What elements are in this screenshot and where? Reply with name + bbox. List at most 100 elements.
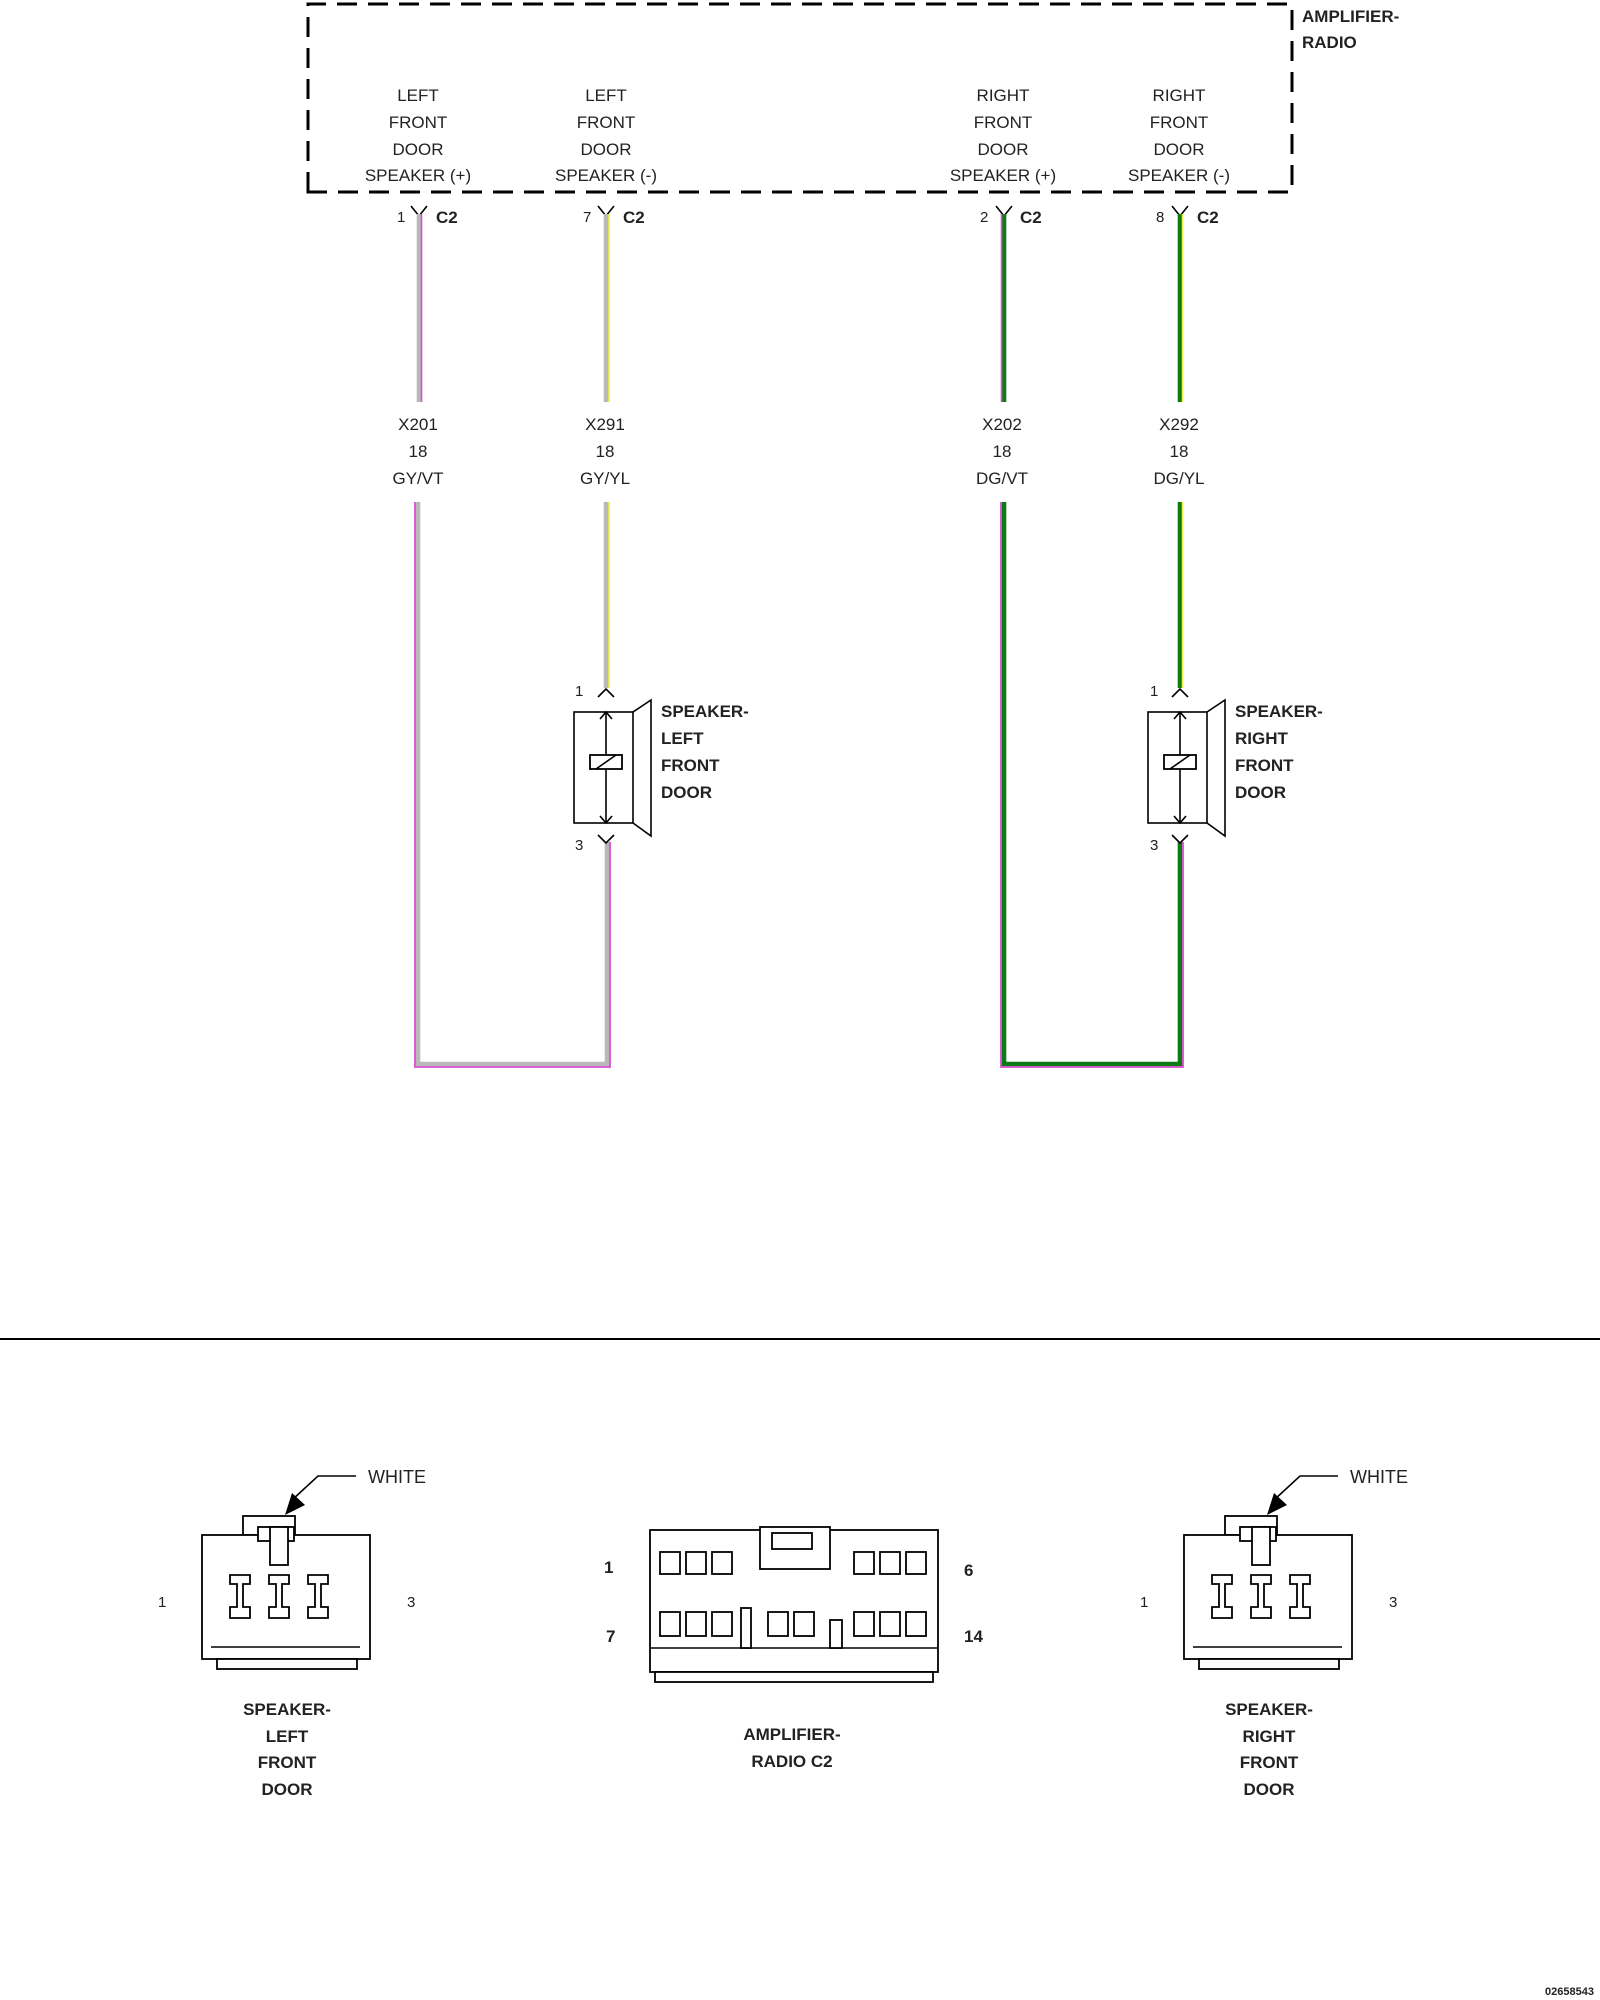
svg-text:SPEAKER-: SPEAKER- (243, 1700, 331, 1719)
circuit-label-x201: X201 18 GY/VT (392, 415, 443, 488)
svg-text:FRONT: FRONT (974, 113, 1033, 132)
speaker-left-pin-top-chevron (597, 687, 615, 698)
terminal-label-rf-neg: RIGHT FRONT DOOR SPEAKER (-) (1128, 86, 1230, 185)
module-name-line-1: AMPLIFIER- (1302, 7, 1399, 26)
module-name-line-2: RADIO (1302, 33, 1357, 52)
svg-text:DG/VT: DG/VT (976, 469, 1028, 488)
svg-text:LEFT: LEFT (397, 86, 439, 105)
wire-x201-loop-base (415, 502, 610, 1067)
wire-x202-loop-stripe (1000, 502, 1184, 1068)
svg-text:X202: X202 (982, 415, 1022, 434)
cavities-top-left (659, 1551, 733, 1575)
connector-view-amplifier-radio-c2: 1 6 7 14 AMPLIFIER- RADIO C2 (604, 1526, 983, 1771)
svg-text:DG/YL: DG/YL (1153, 469, 1204, 488)
svg-text:LEFT: LEFT (266, 1727, 309, 1746)
cavities-bottom (659, 1611, 927, 1637)
svg-text:RIGHT: RIGHT (1243, 1727, 1297, 1746)
svg-text:X201: X201 (398, 415, 438, 434)
svg-text:3: 3 (575, 837, 583, 854)
pin-chevron-rf-pos: 2 C2 (980, 205, 1042, 227)
wire-x202 (1000, 214, 1184, 1068)
speaker-left-cone (632, 698, 652, 838)
circuit-label-x202: X202 18 DG/VT (976, 415, 1028, 488)
svg-text:18: 18 (993, 442, 1012, 461)
svg-text:C2: C2 (1197, 208, 1219, 227)
svg-text:DOOR: DOOR (661, 783, 712, 802)
speaker-right-body (1147, 711, 1208, 824)
pin-chevron-rf-neg: 8 C2 (1156, 205, 1219, 227)
svg-text:7: 7 (583, 209, 591, 226)
svg-text:FRONT: FRONT (258, 1753, 317, 1772)
svg-text:GY/YL: GY/YL (580, 469, 630, 488)
connector-view-speaker-right: WHITE 1 3 SPEAKER- RIGHT FRONT DOOR (1140, 1467, 1408, 1799)
svg-text:SPEAKER (-): SPEAKER (-) (555, 166, 657, 185)
svg-text:FRONT: FRONT (661, 756, 720, 775)
svg-text:DOOR: DOOR (978, 140, 1029, 159)
svg-text:14: 14 (964, 1627, 983, 1646)
svg-text:DOOR: DOOR (581, 140, 632, 159)
svg-text:LEFT: LEFT (585, 86, 627, 105)
svg-text:AMPLIFIER-: AMPLIFIER- (743, 1725, 840, 1744)
svg-text:1: 1 (1150, 683, 1158, 700)
svg-text:X292: X292 (1159, 415, 1199, 434)
pin-chevron-lf-pos: 1 C2 (397, 205, 458, 227)
svg-text:DOOR: DOOR (262, 1780, 313, 1799)
svg-text:RADIO C2: RADIO C2 (751, 1752, 832, 1771)
speaker-right-pin-bottom-chevron (1171, 834, 1189, 845)
amplifier-radio-module: AMPLIFIER- RADIO (306, 2, 1399, 194)
svg-text:FRONT: FRONT (389, 113, 448, 132)
circuit-label-x292: X292 18 DG/YL (1153, 415, 1204, 488)
callout-arrow-left (285, 1493, 305, 1515)
speaker-right-cone (1206, 698, 1226, 838)
circuit-label-x291: X291 18 GY/YL (580, 415, 630, 488)
svg-text:RIGHT: RIGHT (977, 86, 1030, 105)
terminal-label-lf-neg: LEFT FRONT DOOR SPEAKER (-) (555, 86, 657, 185)
svg-text:GY/VT: GY/VT (392, 469, 443, 488)
speaker-right-front-door: 1 3 SPEAKER- RIGHT FRONT DOOR (1147, 683, 1323, 854)
svg-text:SPEAKER-: SPEAKER- (661, 702, 749, 721)
callout-arrow-right (1267, 1493, 1287, 1515)
svg-text:1: 1 (575, 683, 583, 700)
svg-text:FRONT: FRONT (1235, 756, 1294, 775)
svg-text:1: 1 (158, 1594, 166, 1611)
svg-text:SPEAKER-: SPEAKER- (1225, 1700, 1313, 1719)
svg-text:WHITE: WHITE (368, 1467, 426, 1487)
svg-text:C2: C2 (436, 208, 458, 227)
svg-text:DOOR: DOOR (1235, 783, 1286, 802)
speaker-right-pin-top-chevron (1171, 687, 1189, 698)
svg-text:FRONT: FRONT (577, 113, 636, 132)
svg-text:18: 18 (409, 442, 428, 461)
figure-id: 02658543 (1545, 1986, 1594, 1998)
svg-text:1: 1 (397, 209, 405, 226)
svg-text:RIGHT: RIGHT (1153, 86, 1206, 105)
svg-text:LEFT: LEFT (661, 729, 704, 748)
svg-text:DOOR: DOOR (1154, 140, 1205, 159)
svg-text:SPEAKER (-): SPEAKER (-) (1128, 166, 1230, 185)
svg-text:C2: C2 (623, 208, 645, 227)
terminal-label-rf-pos: RIGHT FRONT DOOR SPEAKER (+) (950, 86, 1056, 185)
speaker-left-body (573, 711, 634, 824)
speaker-left-pin-bottom-chevron (597, 834, 615, 845)
wire-x201-loop-stripe (414, 502, 611, 1068)
svg-text:SPEAKER-: SPEAKER- (1235, 702, 1323, 721)
wire-x291 (603, 214, 610, 688)
svg-text:C2: C2 (1020, 208, 1042, 227)
svg-text:2: 2 (980, 209, 988, 226)
terminal-label-lf-pos: LEFT FRONT DOOR SPEAKER (+) (365, 86, 471, 185)
svg-text:8: 8 (1156, 209, 1164, 226)
svg-text:SPEAKER (+): SPEAKER (+) (950, 166, 1056, 185)
svg-text:7: 7 (606, 1627, 615, 1646)
connector-view-speaker-left: WHITE 1 3 SPEAKER- LEFT FRONT DOOR (158, 1467, 426, 1799)
svg-text:6: 6 (964, 1561, 973, 1580)
speaker-left-front-door: 1 3 SPEAKER- LEFT FRONT DOOR (573, 683, 749, 854)
wire-x202-loop-base (1001, 502, 1183, 1067)
svg-text:3: 3 (407, 1594, 415, 1611)
svg-text:1: 1 (604, 1558, 613, 1577)
svg-text:3: 3 (1150, 837, 1158, 854)
wire-x201 (414, 214, 611, 1068)
svg-text:FRONT: FRONT (1150, 113, 1209, 132)
svg-text:RIGHT: RIGHT (1235, 729, 1289, 748)
svg-text:3: 3 (1389, 1594, 1397, 1611)
svg-text:WHITE: WHITE (1350, 1467, 1408, 1487)
